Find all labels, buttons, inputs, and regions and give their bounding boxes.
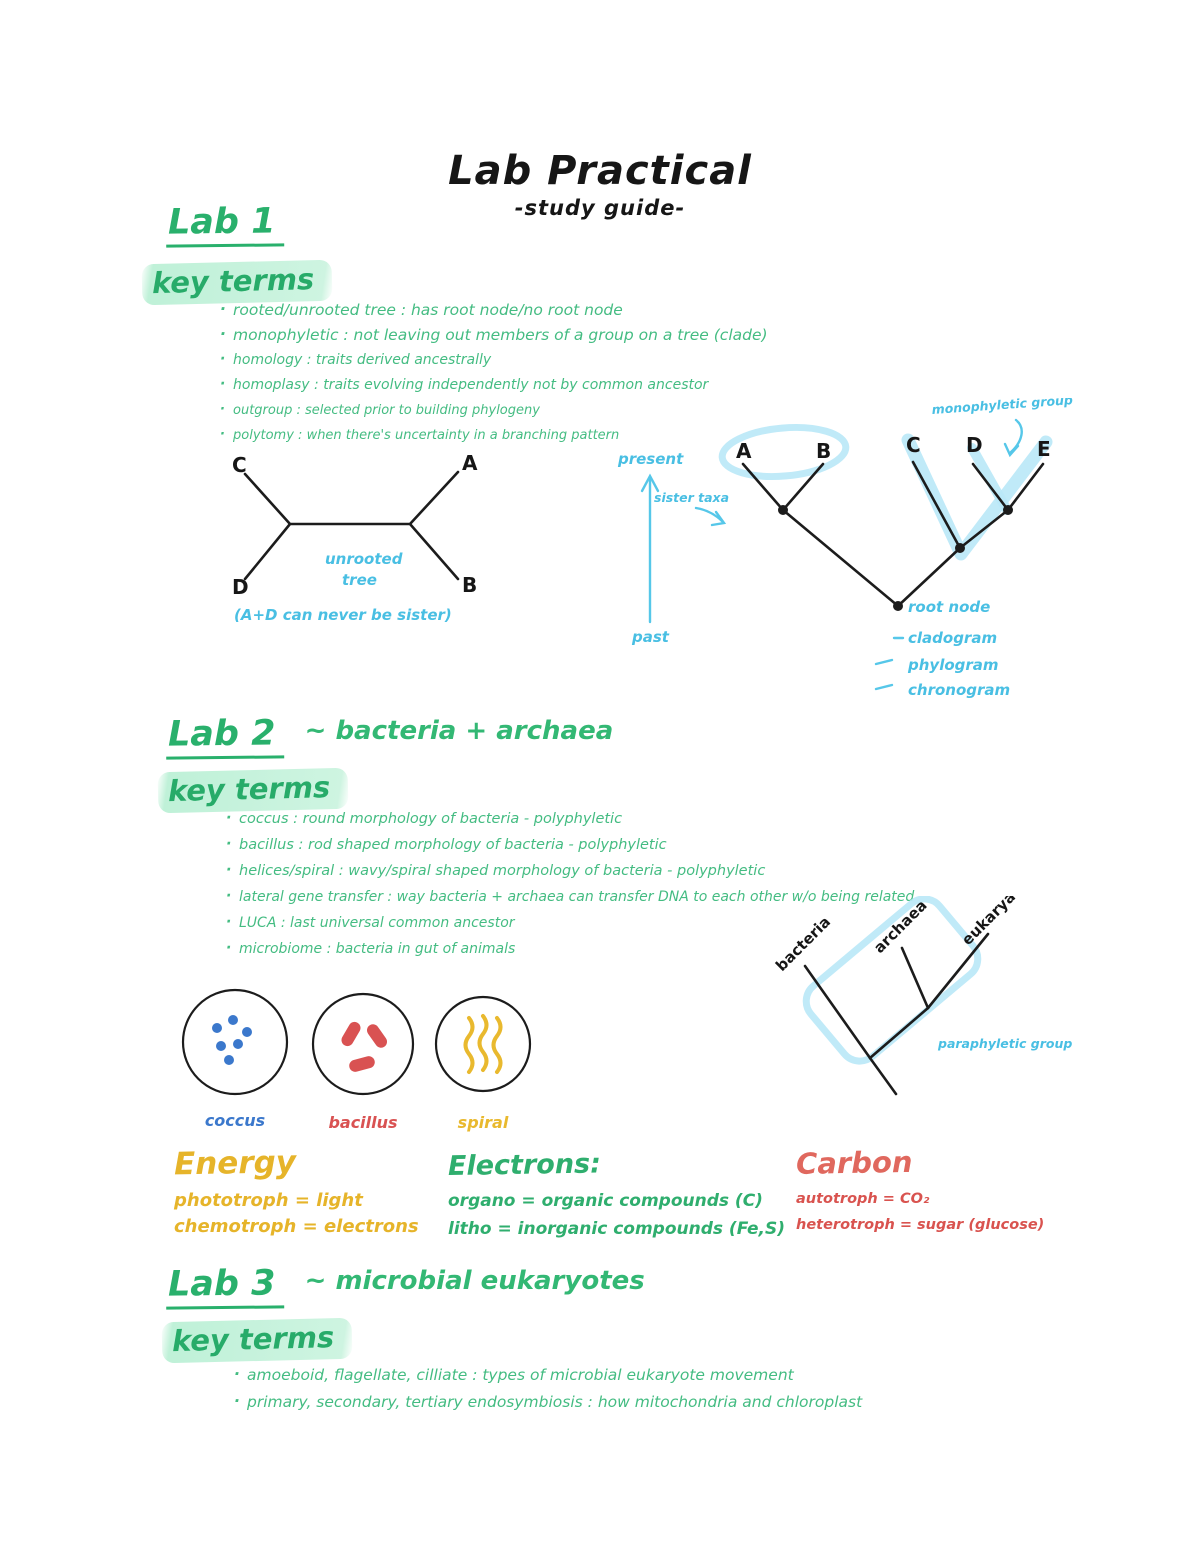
- tree-type-chronogram-label: chronogram: [908, 681, 1010, 699]
- monophyletic-group-highlight: [718, 423, 1053, 561]
- lab3-key-terms-label: key terms: [161, 1317, 353, 1364]
- lab3-terms-list: amoeboid, flagellate, cilliate : types o…: [232, 1361, 1112, 1416]
- domain-tree-diagram: bacteria archaea eukarya paraphyletic gr…: [772, 896, 1072, 1096]
- term-item: homology : traits derived ancestrally: [218, 347, 958, 373]
- carbon-line: autotroph = CO₂: [796, 1191, 930, 1207]
- lab2-subheading: ~ bacteria + archaea: [304, 716, 614, 746]
- clado-tip-e: E: [1037, 437, 1051, 461]
- tip-label-a: A: [462, 452, 478, 475]
- sister-taxa-label: sister taxa: [654, 490, 729, 505]
- energy-section: Energy phototroph = light chemotroph = e…: [174, 1144, 444, 1240]
- term-item: coccus : round morphology of bacteria - …: [224, 805, 1044, 832]
- energy-line: phototroph = light: [174, 1190, 363, 1211]
- electrons-line: litho = inorganic compounds (Fe,S): [448, 1219, 785, 1239]
- cladogram-branches: [741, 460, 1045, 608]
- domain-tip-eukarya: eukarya: [958, 896, 1019, 949]
- electrons-section: Electrons: organo = organic compounds (C…: [448, 1148, 798, 1243]
- lab3-heading: Lab 3: [165, 1263, 284, 1310]
- group-label-arrow: [1003, 418, 1023, 458]
- bacillus-rods: [341, 1021, 388, 1072]
- time-axis-past-label: past: [631, 628, 670, 646]
- domain-tree-branches: [803, 932, 990, 1096]
- unrooted-caption-3: (A+D can never be sister): [234, 606, 452, 624]
- term-item: lateral gene transfer : way bacteria + a…: [224, 883, 1044, 910]
- clado-tip-b: B: [816, 439, 831, 463]
- term-item: rooted/unrooted tree : has root node/no …: [218, 297, 958, 323]
- carbon-section: Carbon autotroph = CO₂ heterotroph = sug…: [796, 1144, 1126, 1238]
- page-subtitle: -study guide-: [514, 196, 686, 220]
- domain-tip-bacteria: bacteria: [772, 913, 834, 975]
- tip-label-d: D: [232, 575, 249, 599]
- clado-tip-a: A: [736, 439, 752, 463]
- lab2-heading: Lab 2: [165, 713, 284, 760]
- lab3-subheading: ~ microbial eukaryotes: [304, 1266, 645, 1296]
- time-axis-diagram: present past sister taxa: [617, 450, 729, 646]
- tree-type-phylogram-label: phylogram: [907, 656, 999, 674]
- cladogram-nodes: [778, 505, 1013, 611]
- term-item: primary, secondary, tertiary endosymbios…: [232, 1388, 1112, 1416]
- term-item: outgroup : selected prior to building ph…: [218, 397, 958, 423]
- time-axis-present-label: present: [617, 450, 684, 468]
- electrons-line: organo = organic compounds (C): [448, 1191, 763, 1211]
- paraphyletic-group-label: paraphyletic group: [937, 1036, 1072, 1051]
- cladogram-diagram: A B C D E monophyletic group root node c…: [718, 398, 1073, 699]
- energy-heading: Energy: [173, 1144, 297, 1183]
- lab1-heading-row: Lab 1: [165, 201, 284, 248]
- term-item: monophyletic : not leaving out members o…: [218, 322, 958, 348]
- time-arrow: [640, 473, 727, 624]
- spiral-squiggles: [463, 1014, 503, 1074]
- clado-tip-c: C: [906, 433, 921, 457]
- term-item: homoplasy : traits evolving independentl…: [218, 372, 958, 398]
- tip-label-c: C: [232, 453, 247, 477]
- lab2-terms-list: coccus : round morphology of bacteria - …: [224, 805, 1044, 962]
- energy-line: chemotroph = electrons: [174, 1216, 419, 1237]
- tree-type-cladogram-label: cladogram: [908, 629, 997, 647]
- spiral-label: spiral: [458, 1113, 509, 1132]
- carbon-line: heterotroph = sugar (glucose): [796, 1217, 1045, 1233]
- term-item: polytomy : when there's uncertainty in a…: [218, 422, 958, 448]
- term-item: amoeboid, flagellate, cilliate : types o…: [232, 1361, 1112, 1389]
- root-node-label: root node: [908, 598, 990, 616]
- lab1-heading: Lab 1: [165, 201, 284, 248]
- coccus-label: coccus: [205, 1111, 265, 1130]
- unrooted-tree-branches: [243, 470, 460, 581]
- lab2-heading-row: Lab 2 ~ bacteria + archaea: [165, 713, 614, 760]
- clado-tip-d: D: [966, 433, 983, 457]
- term-item: helices/spiral : wavy/spiral shaped morp…: [224, 857, 1044, 884]
- lab1-terms-list: rooted/unrooted tree : has root node/no …: [218, 297, 958, 448]
- coccus-dots: [212, 1015, 252, 1065]
- lab3-heading-row: Lab 3 ~ microbial eukaryotes: [165, 1263, 645, 1310]
- morphology-circles: [181, 988, 532, 1096]
- bacillus-label: bacillus: [328, 1113, 397, 1132]
- unrooted-caption-2: tree: [342, 571, 377, 589]
- term-item: LUCA : last universal common ancestor: [224, 909, 1044, 936]
- term-item: bacillus : rod shaped morphology of bact…: [224, 831, 1044, 858]
- tree-type-dashes: [874, 636, 905, 691]
- carbon-heading: Carbon: [795, 1144, 913, 1181]
- term-item: microbiome : bacteria in gut of animals: [224, 935, 1044, 962]
- page-title: Lab Practical: [448, 148, 752, 194]
- bacteria-morphology-diagram: coccus bacillus spiral: [181, 988, 532, 1132]
- electrons-heading: Electrons:: [447, 1148, 602, 1183]
- tip-label-b: B: [462, 573, 477, 597]
- unrooted-caption-1: unrooted: [325, 550, 403, 568]
- monophyletic-group-label: monophyletic group: [931, 398, 1073, 417]
- unrooted-tree-diagram: C A D B unrooted tree (A+D can never be …: [232, 452, 478, 624]
